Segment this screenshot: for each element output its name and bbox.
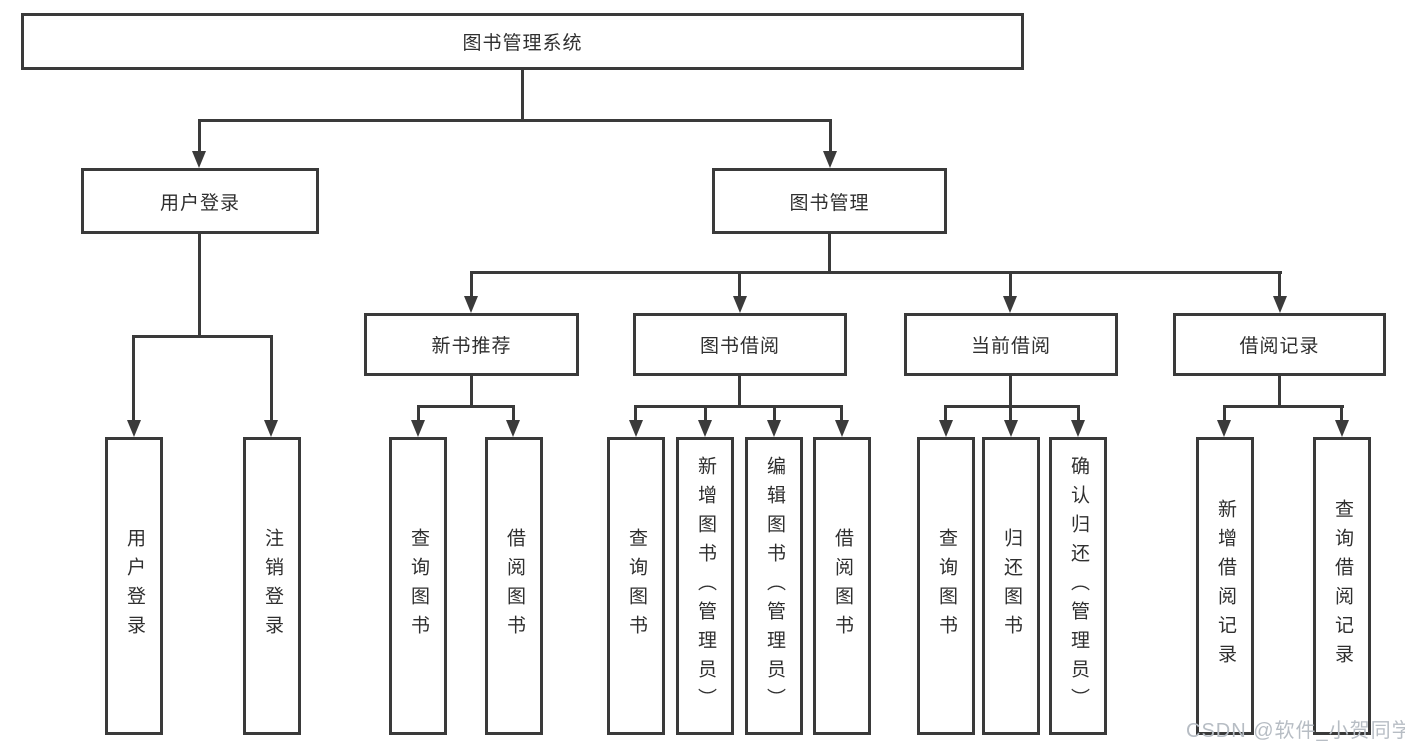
connector-line [1223, 405, 1226, 422]
connector-line [828, 234, 831, 274]
arrow-down-icon [835, 420, 849, 437]
connector-line [198, 234, 201, 338]
connector-line [1077, 405, 1080, 422]
connector-line [270, 335, 273, 421]
arrow-down-icon [629, 420, 643, 437]
node-label: 借阅图书 [503, 528, 525, 644]
connector-line [417, 405, 420, 422]
connector-line [470, 271, 473, 298]
leaf-borrow-books-recommend: 借阅图书 [485, 437, 543, 735]
connector-line [470, 376, 473, 408]
node-label: 图书管理 [789, 192, 870, 214]
node-label: 查询借阅记录 [1331, 499, 1353, 673]
node-user-login: 用户登录 [81, 168, 319, 234]
node-label: 查询图书 [625, 528, 647, 644]
arrow-down-icon [464, 296, 478, 313]
node-library-management-system: 图书管理系统 [21, 13, 1024, 70]
connector-line [198, 119, 832, 122]
arrow-down-icon [823, 151, 837, 168]
node-label: 当前借阅 [970, 336, 1051, 357]
connector-line [634, 405, 637, 422]
connector-line [132, 335, 273, 338]
node-book-management: 图书管理 [712, 168, 947, 234]
leaf-user-login: 用户登录 [105, 437, 163, 735]
node-book-borrowing: 图书借阅 [633, 313, 847, 376]
arrow-down-icon [1071, 420, 1085, 437]
leaf-query-borrow-record: 查询借阅记录 [1313, 437, 1371, 735]
arrow-down-icon [767, 420, 781, 437]
arrow-down-icon [506, 420, 520, 437]
node-label: 借阅图书 [831, 528, 853, 644]
arrow-down-icon [411, 420, 425, 437]
arrow-down-icon [1004, 420, 1018, 437]
node-label: 用户登录 [159, 192, 240, 214]
leaf-query-books-current: 查询图书 [917, 437, 975, 735]
arrow-down-icon [264, 420, 278, 437]
node-label: 图书借阅 [699, 336, 780, 357]
leaf-add-borrow-record: 新增借阅记录 [1196, 437, 1254, 735]
node-label: 编辑图书（管理员） [763, 455, 785, 717]
connector-line [512, 405, 515, 422]
node-label: 新增借阅记录 [1214, 499, 1236, 673]
connector-line [1278, 271, 1281, 298]
arrow-down-icon [1273, 296, 1287, 313]
leaf-return-books: 归还图书 [982, 437, 1040, 735]
connector-line [132, 335, 135, 421]
arrow-down-icon [698, 420, 712, 437]
arrow-down-icon [733, 296, 747, 313]
connector-line [944, 405, 947, 422]
connector-line [738, 376, 741, 408]
node-label: 用户登录 [123, 528, 145, 644]
node-label: 新增图书（管理员） [694, 455, 716, 717]
connector-line [1009, 405, 1012, 422]
leaf-query-books-recommend: 查询图书 [389, 437, 447, 735]
leaf-query-books-borrow: 查询图书 [607, 437, 665, 735]
node-label: 确认归还（管理员） [1067, 455, 1089, 717]
connector-line [944, 405, 1080, 408]
node-current-borrowing: 当前借阅 [904, 313, 1118, 376]
node-borrowing-records: 借阅记录 [1173, 313, 1386, 376]
arrow-down-icon [127, 420, 141, 437]
connector-line [704, 405, 707, 422]
node-new-book-recommendation: 新书推荐 [364, 313, 579, 376]
arrow-down-icon [939, 420, 953, 437]
connector-line [198, 119, 201, 154]
connector-line [829, 119, 832, 154]
connector-line [470, 271, 1282, 274]
arrow-down-icon [1335, 420, 1349, 437]
connector-line [840, 405, 843, 422]
connector-line [738, 271, 741, 298]
connector-line [417, 405, 515, 408]
leaf-edit-books-admin: 编辑图书（管理员） [745, 437, 803, 735]
connector-line [1223, 405, 1344, 408]
arrow-down-icon [192, 151, 206, 168]
arrow-down-icon [1217, 420, 1231, 437]
arrow-down-icon [1003, 296, 1017, 313]
connector-line [635, 405, 843, 408]
node-label: 借阅记录 [1239, 336, 1320, 357]
connector-line [1340, 405, 1343, 422]
node-label: 图书管理系统 [462, 33, 583, 54]
connector-line [1278, 376, 1281, 408]
node-label: 新书推荐 [431, 336, 512, 357]
connector-line [1009, 271, 1012, 298]
connector-line [773, 405, 776, 422]
node-label: 查询图书 [407, 528, 429, 644]
node-label: 注销登录 [261, 528, 283, 644]
connector-line [1009, 376, 1012, 408]
node-label: 归还图书 [1000, 528, 1022, 644]
node-label: 查询图书 [935, 528, 957, 644]
leaf-borrow-books: 借阅图书 [813, 437, 871, 735]
leaf-add-books-admin: 新增图书（管理员） [676, 437, 734, 735]
connector-line [521, 69, 524, 120]
watermark: CSDN @软件_小贺同学 [1186, 720, 1405, 742]
leaf-logout: 注销登录 [243, 437, 301, 735]
leaf-confirm-return-admin: 确认归还（管理员） [1049, 437, 1107, 735]
